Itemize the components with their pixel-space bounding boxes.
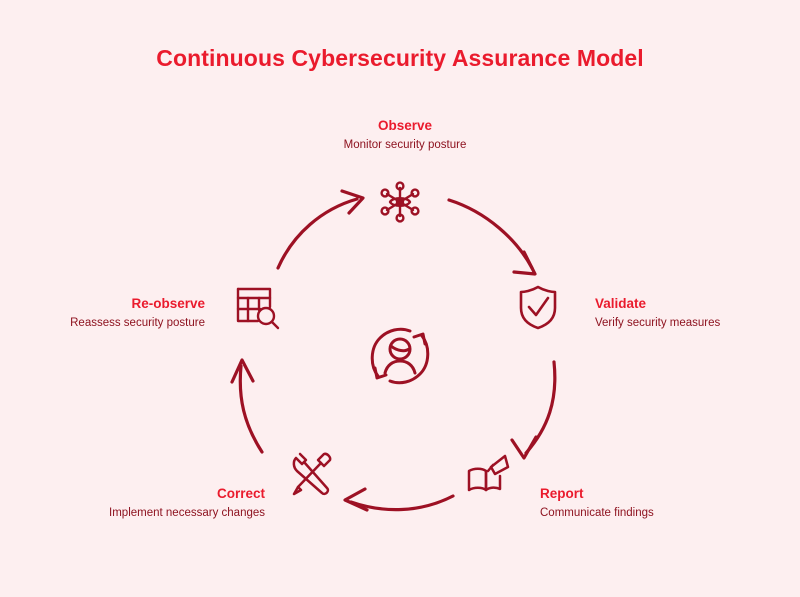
stage-title-reobserve: Re-observe [131,296,205,311]
stage-label-report: Report Communicate findings [540,485,740,522]
table-magnifier-icon [233,283,281,336]
person-refresh-cycle-icon [356,312,444,405]
stage-description-reobserve: Reassess security posture [70,317,205,330]
eye-network-hub-icon [378,180,422,229]
stage-label-observe: Observe Monitor security posture [300,117,510,154]
wrench-screwdriver-icon [288,449,336,502]
book-megaphone-icon [464,449,512,502]
stage-description-correct: Implement necessary changes [109,507,265,520]
arrow-validate-to-report [510,360,557,460]
stage-title-correct: Correct [216,486,265,501]
stage-title-observe: Observe [377,118,433,133]
arrow-observe-to-validate [447,198,537,276]
stage-label-validate: Validate Verify security measures [595,295,785,332]
stage-description-observe: Monitor security posture [343,139,467,152]
stage-label-correct: Correct Implement necessary changes [80,485,265,522]
arrow-reobserve-to-observe [276,189,365,270]
stage-title-report: Report [540,486,584,501]
arrow-correct-to-reobserve [230,358,264,454]
stage-description-validate: Verify security measures [595,317,721,330]
arrow-report-to-correct [343,487,455,512]
stage-title-validate: Validate [595,296,647,311]
page-title: Continuous Cybersecurity Assurance Model [156,45,644,71]
stage-description-report: Communicate findings [540,507,654,520]
stage-label-reobserve: Re-observe Reassess security posture [15,295,205,332]
shield-check-icon [516,283,560,336]
